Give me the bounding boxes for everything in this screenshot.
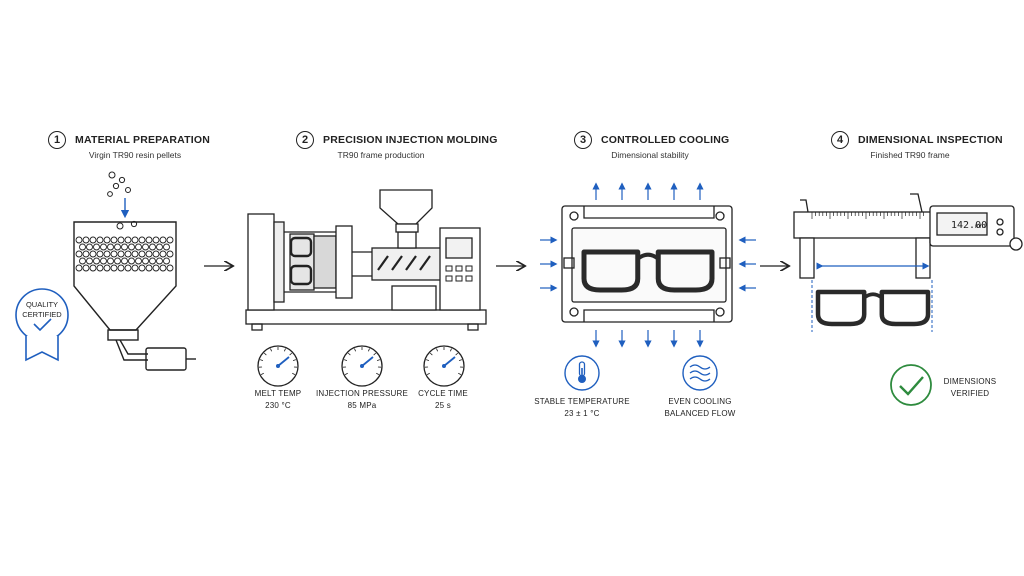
- quality-badge: QUALITY CERTIFIED: [15, 288, 69, 362]
- step-1-header: 1 MATERIAL PREPARATION: [48, 130, 210, 150]
- step-4-header: 4 DIMENSIONAL INSPECTION: [831, 130, 1003, 150]
- verified-line1: DIMENSIONS: [943, 377, 997, 386]
- step-title: PRECISION INJECTION MOLDING: [323, 134, 498, 146]
- step-title: DIMENSIONAL INSPECTION: [858, 134, 1003, 146]
- injection-machine: [245, 189, 487, 331]
- verified-caption: DIMENSIONS VERIFIED: [930, 376, 1010, 400]
- gauge-value: 85 MPa: [347, 401, 377, 410]
- glasses-in-mold: [581, 249, 715, 293]
- step-subtitle: TR90 frame production: [337, 150, 425, 160]
- temp-value: 23 ± 1 °C: [564, 409, 600, 418]
- step-3-header: 3 CONTROLLED COOLING: [574, 130, 729, 150]
- screw: [377, 255, 431, 271]
- caliper-display: [936, 212, 988, 236]
- finished-frame: [815, 289, 931, 327]
- step-subtitle: Virgin TR90 resin pellets: [88, 150, 182, 160]
- hopper-illustration: [73, 171, 196, 371]
- caliper: [793, 193, 1023, 279]
- flow-label: EVEN COOLING: [668, 397, 732, 406]
- falling-pellets: [107, 171, 138, 230]
- gauge-value: 25 s: [435, 401, 451, 410]
- gauge-value: 230 °C: [265, 401, 291, 410]
- gauge-group: [257, 345, 465, 387]
- badge-line2: CERTIFIED: [22, 310, 62, 319]
- step-subtitle: Finished TR90 frame: [870, 150, 950, 160]
- gauge-label: CYCLE TIME: [418, 389, 468, 398]
- control-screen: [445, 237, 473, 259]
- thermometer-icon: [564, 355, 600, 391]
- step-number: 2: [296, 131, 314, 149]
- flow-value: BALANCED FLOW: [664, 409, 736, 418]
- temp-caption: STABLE TEMPERATURE 23 ± 1 °C: [530, 396, 634, 420]
- badge-line1: QUALITY: [26, 300, 58, 309]
- pellet-pile: [75, 236, 174, 272]
- step-number: 4: [831, 131, 849, 149]
- motor: [145, 347, 187, 371]
- step-title: MATERIAL PREPARATION: [75, 134, 211, 146]
- temp-label: STABLE TEMPERATURE: [534, 397, 630, 406]
- gauge-1: [257, 345, 299, 387]
- gauge-3: [423, 345, 465, 387]
- step-2-header: 2 PRECISION INJECTION MOLDING: [296, 130, 498, 150]
- gauge-caption-1: MELT TEMP 230 °C: [243, 388, 313, 412]
- flow-caption: EVEN COOLING BALANCED FLOW: [654, 396, 746, 420]
- badge-check-icon: [33, 318, 52, 332]
- gauge-2: [341, 345, 383, 387]
- airflow-icon: [682, 355, 718, 391]
- gauge-label: INJECTION PRESSURE: [315, 389, 409, 398]
- gauge-label: MELT TEMP: [254, 389, 302, 398]
- step-number: 1: [48, 131, 66, 149]
- gauge-caption-3: CYCLE TIME 25 s: [408, 388, 478, 412]
- verified-line2: VERIFIED: [950, 389, 990, 398]
- check-icon: [890, 364, 932, 406]
- gauge-caption-2: INJECTION PRESSURE 85 MPa: [312, 388, 412, 412]
- machine-hopper: [379, 189, 433, 225]
- cooling-mold: [561, 205, 733, 323]
- caliper-scale: [811, 212, 924, 219]
- step-title: CONTROLLED COOLING: [601, 134, 730, 146]
- cooling-arrows: [540, 182, 756, 348]
- step-subtitle: Dimensional stability: [611, 150, 689, 160]
- caliper-reading: 142.00: [951, 220, 987, 231]
- caliper-unit: mm: [975, 224, 985, 230]
- step-number: 3: [574, 131, 592, 149]
